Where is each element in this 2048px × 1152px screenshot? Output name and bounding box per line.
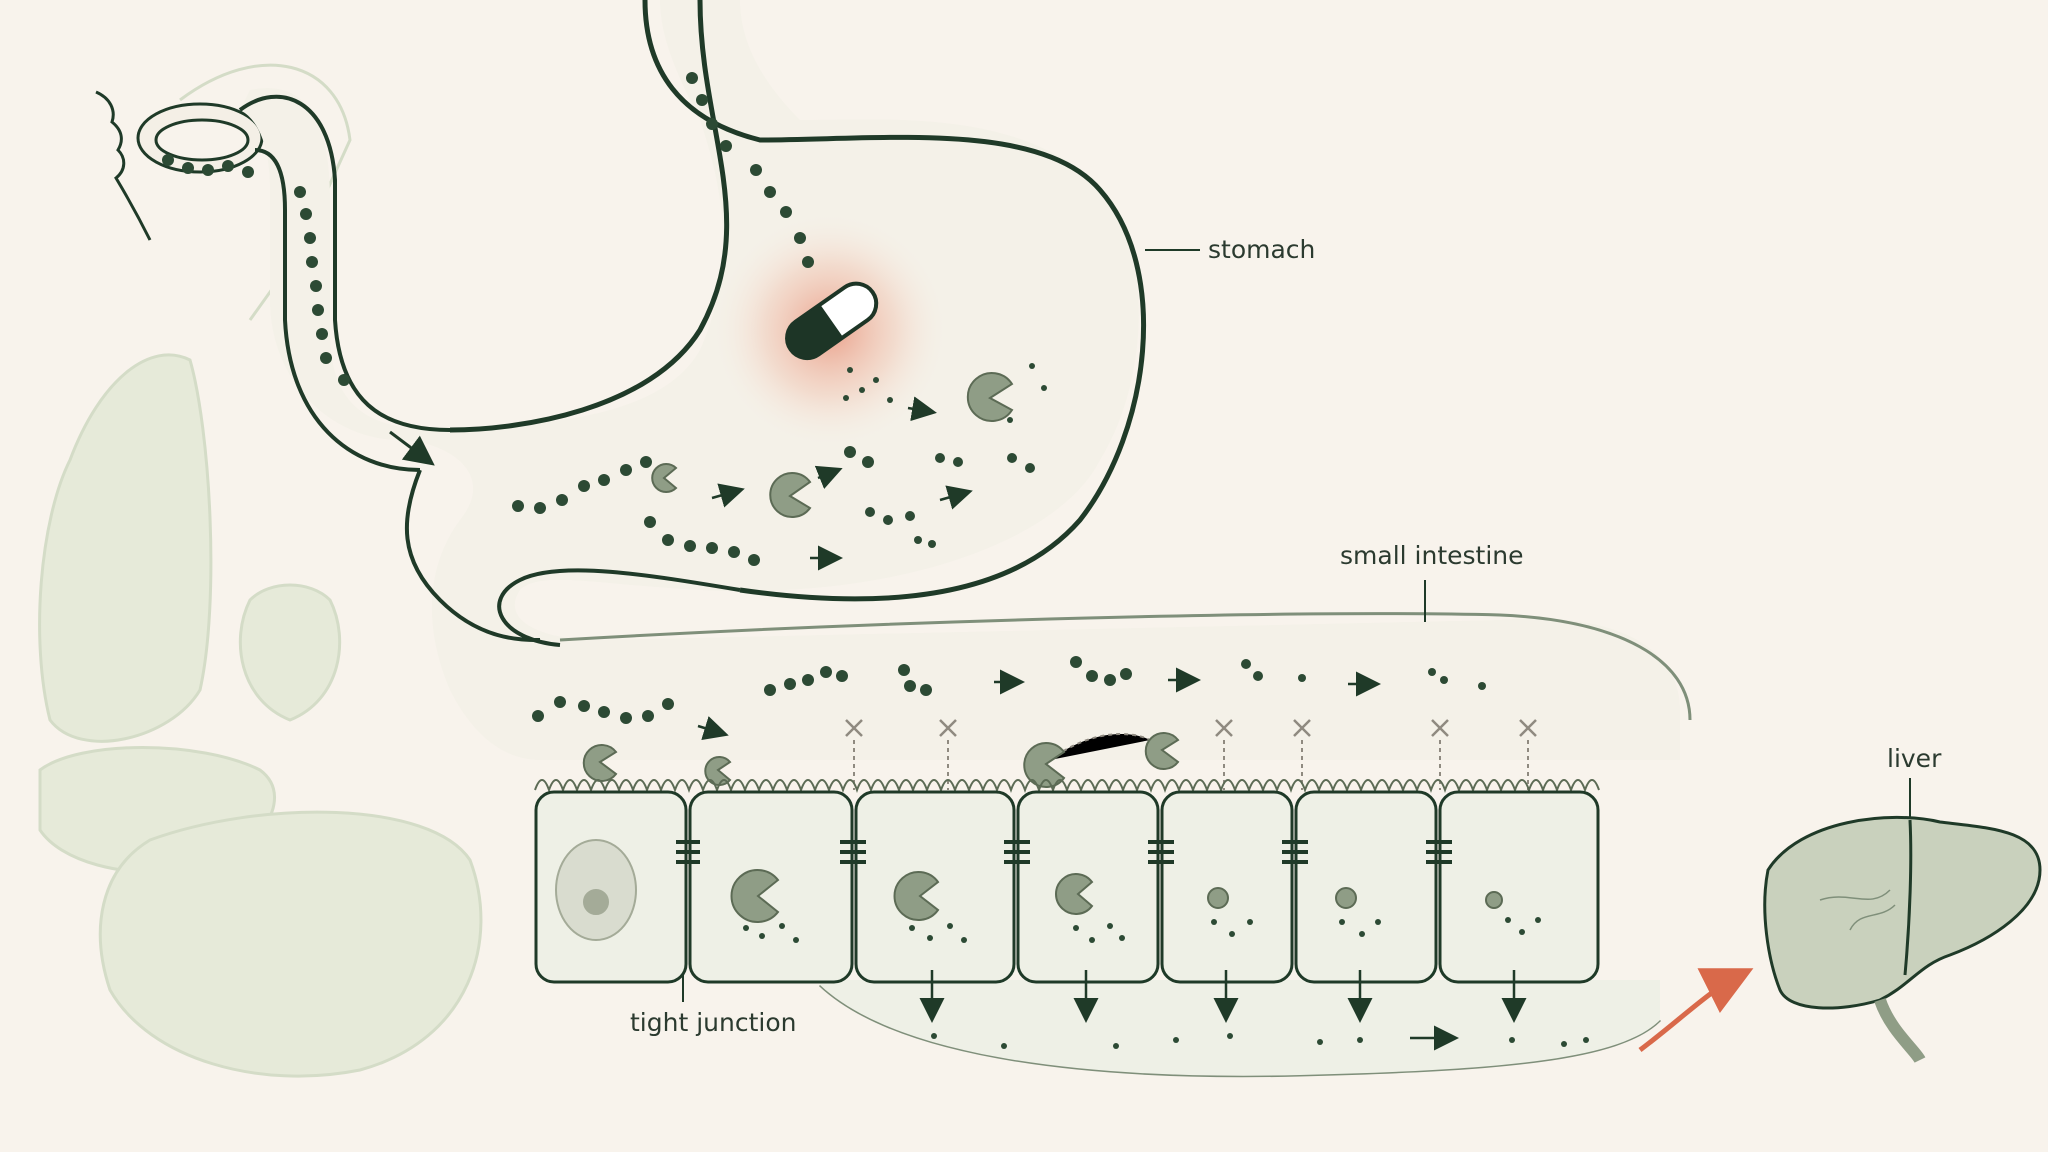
flow-arrow-esophagus <box>389 430 435 466</box>
peptide-chain-esophagus <box>162 154 350 386</box>
dots-stomach <box>843 363 1047 423</box>
intracellular-dots <box>743 917 1541 943</box>
stomach-inner-curve <box>449 0 730 433</box>
epithelial-cell <box>1160 790 1294 984</box>
tight-junction-label: tight junction <box>630 1008 797 1037</box>
cell-nucleus <box>555 839 637 941</box>
flow-arrows-stomach <box>711 396 973 571</box>
brush-border-enzymes <box>582 732 1180 788</box>
faint-intestine-icon <box>98 810 483 1078</box>
epithelium <box>534 779 1600 1051</box>
tract-body <box>240 0 1680 760</box>
epithelial-cell <box>854 790 1016 984</box>
liver-icon <box>1763 815 2042 1064</box>
esophagus-outline-inner <box>254 148 421 472</box>
faint-body-outline <box>179 63 352 321</box>
esophagus-outline <box>238 94 451 432</box>
duodenum-outline <box>404 469 541 642</box>
small-intestine-outline-top <box>559 612 1692 721</box>
tight-junction-icon <box>676 840 1452 864</box>
peptide-chain-stomach-top <box>686 72 814 268</box>
digestive-tract <box>238 0 1692 1078</box>
pacman-enzyme-icon <box>651 372 1014 518</box>
pill-capsule-icon <box>785 281 879 361</box>
intracellular-enzymes <box>730 869 1503 923</box>
lumen-lower-fill <box>820 980 1660 1076</box>
liver-label: liver <box>1887 744 1942 773</box>
head-profile <box>95 90 264 241</box>
duodenum-loop <box>497 568 741 647</box>
small-intestine-label: small intestine <box>1340 541 1524 570</box>
epithelial-cell <box>1294 790 1438 984</box>
stomach-label: stomach <box>1208 235 1316 264</box>
microvilli-border <box>534 779 1600 794</box>
bloodstream-dots <box>931 1033 1589 1049</box>
flow-arrows-intestine <box>697 667 1381 741</box>
peptide-chains-intestine <box>532 656 1486 724</box>
peptide-chain-stomach-1 <box>512 456 652 514</box>
peptide-fragments-stomach <box>844 446 1035 548</box>
epithelial-cell <box>688 790 854 984</box>
stomach-outline <box>642 0 1146 602</box>
epithelial-cell <box>1438 790 1600 984</box>
flow-arrow-to-liver <box>1638 968 1754 1052</box>
faint-heart-icon <box>238 583 342 722</box>
epithelial-cell <box>1016 790 1160 984</box>
faint-anatomy <box>38 63 483 1078</box>
peptide-chain-stomach-2 <box>644 516 760 566</box>
down-arrow-icon <box>919 970 1527 1023</box>
x-mark-icon <box>845 719 1537 737</box>
faint-lung-icon <box>38 353 213 743</box>
